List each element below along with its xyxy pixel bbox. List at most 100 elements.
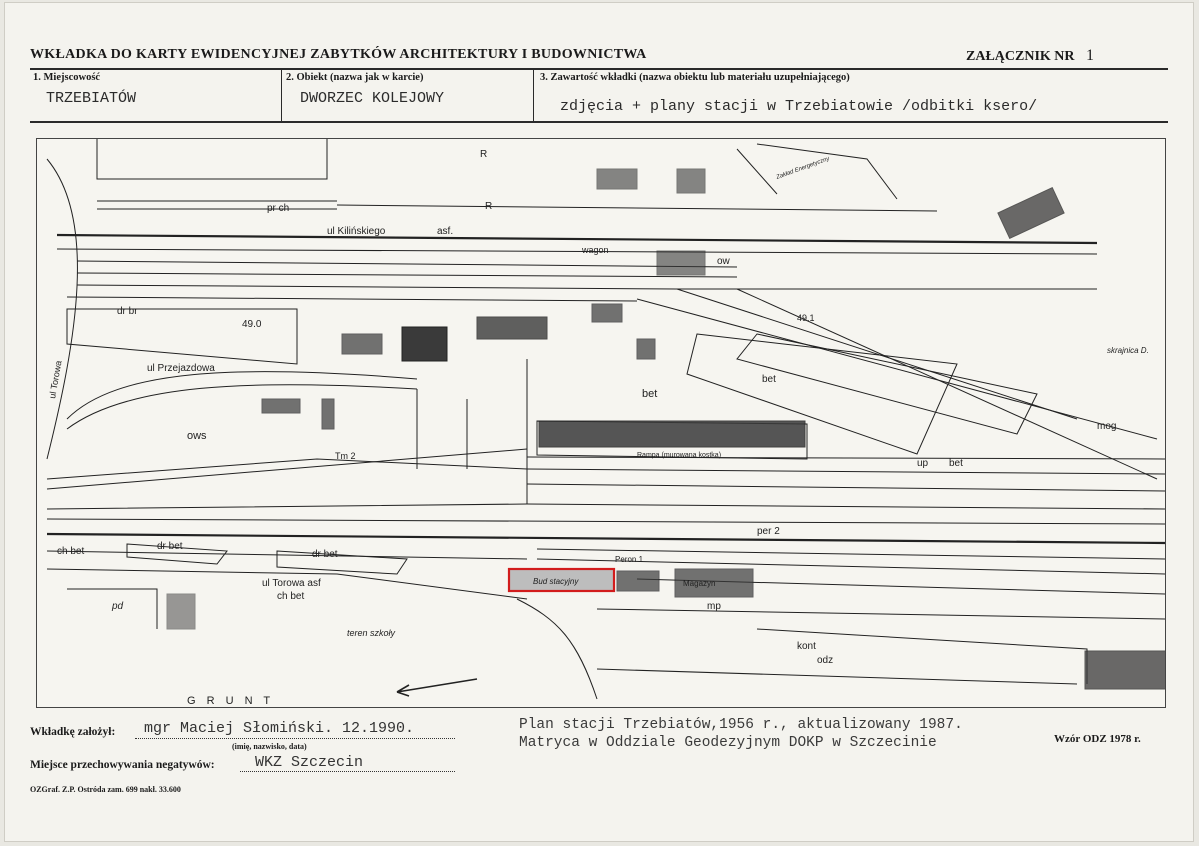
label-ow: ow: [717, 256, 731, 267]
plan-road-lower: [46, 568, 528, 600]
plan-dr-bet-island-2: [276, 550, 408, 575]
field-divider-1: [281, 68, 282, 123]
plan-caption-line-1: Plan stacji Trzebiatów,1956 r., aktualiz…: [519, 717, 963, 733]
plan-track-11: [536, 548, 1165, 560]
label-tm2: Tm 2: [335, 451, 356, 461]
label-r-1: R: [480, 149, 487, 160]
plan-road-torowa: [46, 550, 528, 560]
plan-caption-line-2: Matryca w Oddziale Geodezyjnym DOKP w Sz…: [519, 735, 937, 751]
label-dr-bet-2: dr bet: [312, 549, 338, 560]
label-height-1: 49.0: [242, 319, 262, 330]
label-pr-ch: pr ch: [267, 203, 289, 214]
label-teren-szkoly: teren szkoły: [347, 628, 396, 638]
plan-track-diag-4: [46, 448, 528, 490]
plan-building-13: [166, 593, 196, 630]
plan-building-3: [591, 303, 623, 323]
plan-caption: Plan stacji Trzebiatów,1956 r., aktualiz…: [519, 716, 963, 752]
plan-track-5: [66, 296, 638, 302]
storage-label: Miejsce przechowywania negatywów:: [30, 759, 215, 771]
plan-building-12: [676, 168, 706, 194]
plan-building-6: [321, 398, 335, 430]
field-divider-2: [533, 68, 534, 123]
header-bottom-rule: [30, 121, 1168, 123]
plan-building-10: [656, 250, 706, 276]
created-label: Wkładkę założył:: [30, 726, 116, 738]
plan-green-area: [66, 308, 298, 365]
storage-value: WKZ Szczecin: [255, 754, 364, 771]
label-asf: asf.: [437, 226, 453, 237]
label-up: up: [917, 458, 929, 469]
content-label: 3. Zawartość wkładki (nazwa obiektu lub …: [540, 72, 850, 83]
plan-track-main-1: [56, 233, 1098, 245]
plan-building-9: [997, 186, 1065, 240]
plan-building-1: [401, 326, 448, 362]
plan-platform-inner: [736, 333, 1038, 435]
plan-building-4: [341, 333, 383, 355]
plan-track-10: [526, 456, 1165, 460]
plan-road-left-curve: [46, 158, 78, 460]
plan-building-5: [261, 398, 301, 414]
plan-lower-block-1: [67, 588, 158, 629]
header-top-rule: [30, 68, 1168, 70]
storage-dotline: [240, 771, 455, 772]
plan-track-4: [76, 284, 1097, 290]
plan-track-9: [526, 468, 1165, 475]
form-code: Wzór ODZ 1978 r.: [1054, 733, 1141, 745]
plan-lower-line: [596, 608, 1165, 620]
plan-track-12: [536, 558, 1165, 575]
plan-magazyn-building: [674, 568, 754, 598]
plan-track-diag-3: [736, 288, 1158, 480]
plan-street-line: [97, 200, 938, 212]
attachment-number: ZAŁĄCZNIK NR 1: [966, 47, 1094, 65]
label-bet-2: bet: [762, 374, 776, 385]
label-torowa-vertical: ul Torowa: [47, 360, 64, 400]
created-hint: (imię, nazwisko, data): [232, 742, 307, 751]
plan-road-przejazdowa: [66, 371, 418, 420]
created-value: mgr Maciej Słomiński. 12.1990.: [144, 720, 415, 737]
label-kont: kont: [797, 641, 816, 652]
plan-track-7: [46, 503, 1165, 510]
label-skrajnica: skrajnica D.: [1107, 346, 1149, 355]
label-grunt: G R U N T: [187, 695, 274, 707]
label-bud-stacyjny: Bud stacyjny: [533, 577, 579, 586]
plan-road-curve-lower: [516, 598, 598, 700]
plan-road-przejazdowa-2: [66, 384, 418, 430]
label-ows: ows: [187, 430, 207, 442]
plan-track-8: [526, 483, 1165, 492]
attachment-label: ZAŁĄCZNIK NR: [966, 49, 1075, 64]
content-value: zdjęcia + plany stacji w Trzebiatowie /o…: [560, 98, 1038, 115]
plan-platform-up: [686, 333, 958, 455]
label-kilinskiego: ul Kilińskiego: [327, 226, 386, 237]
attachment-value: 1: [1086, 47, 1095, 64]
plan-building-8: [1084, 650, 1165, 690]
label-wagon: wagon: [581, 245, 609, 255]
locality-label: 1. Miejscowość: [33, 72, 101, 83]
plan-track-main-2: [46, 532, 1165, 545]
label-odz: odz: [817, 655, 833, 666]
plan-track-diag-5: [46, 458, 528, 480]
label-pd: pd: [111, 601, 124, 612]
label-dr-bet-1: dr bet: [157, 541, 183, 552]
plan-vertical-lines: [416, 359, 528, 504]
created-dotline: [135, 738, 455, 739]
label-bet-3: bet: [949, 458, 963, 469]
object-label: 2. Obiekt (nazwa jak w karcie): [286, 72, 424, 83]
plan-track-diag-2: [636, 298, 1158, 440]
station-plan-drawing: ul Kilińskiego asf. ul Przejazdowa ul To…: [46, 139, 1165, 707]
label-peron1: Peron 1: [615, 555, 644, 564]
label-mp: mp: [707, 601, 721, 612]
plan-street-block: [96, 139, 328, 180]
label-peron2: per 2: [757, 526, 780, 537]
plan-rampa-hatch: [538, 420, 806, 448]
label-bet-1: bet: [642, 388, 657, 400]
plan-lower-line-2: [596, 668, 1078, 685]
label-ch-bet-1: ch bet: [57, 546, 84, 557]
locality-value: TRZEBIATÓW: [46, 90, 137, 107]
label-r-2: R: [485, 201, 492, 212]
plan-track-1: [56, 248, 1098, 255]
printer-info: OZGraf. Z.P. Ostróda zam. 699 nakł. 33.6…: [30, 785, 181, 794]
label-height-2: 49.1: [797, 313, 815, 323]
label-dr-br: dr br: [117, 306, 138, 317]
plan-track-3: [76, 272, 738, 278]
label-mog: mog: [1097, 421, 1116, 432]
